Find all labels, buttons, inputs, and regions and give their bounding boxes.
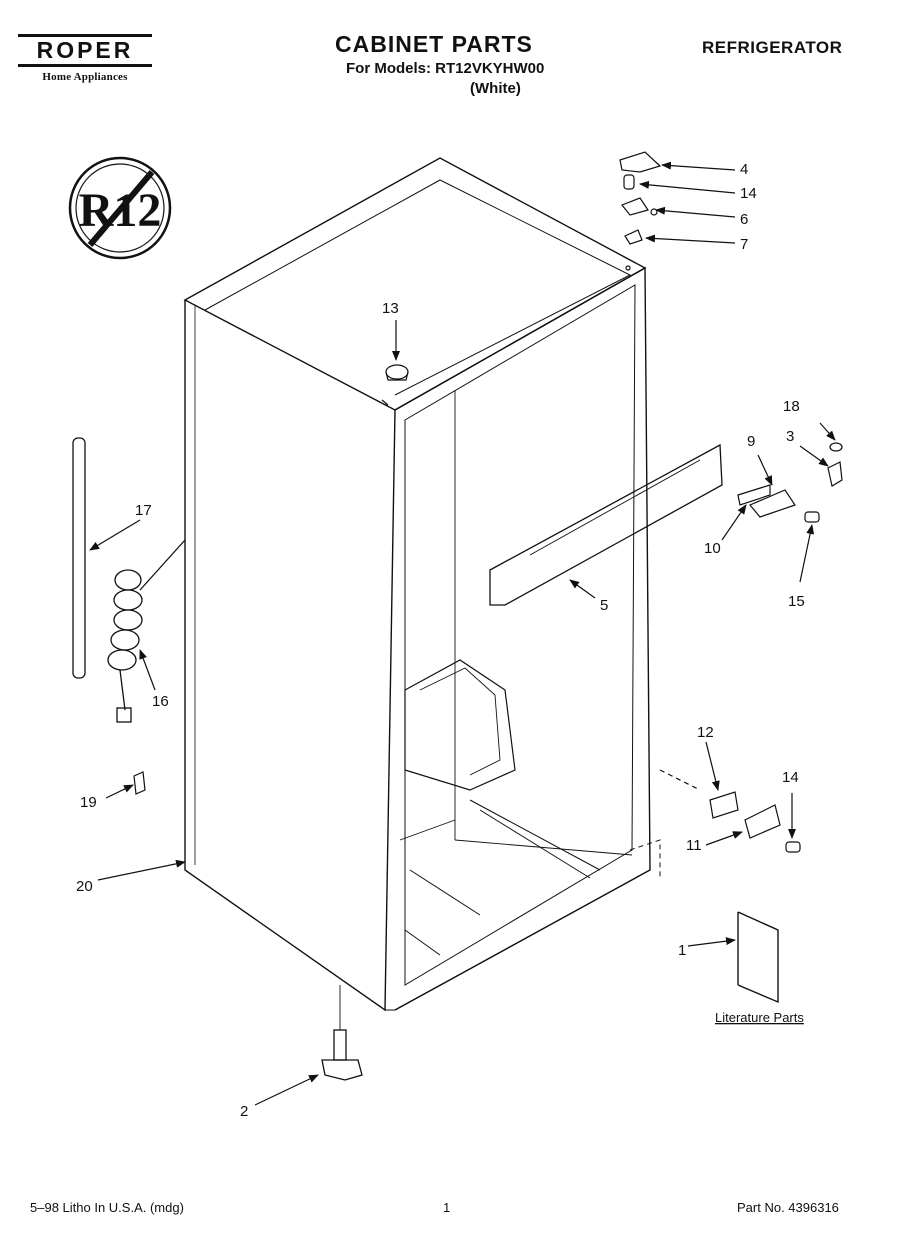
callout-16: 16 [152, 693, 169, 710]
footer-part-number: Part No. 4396316 [737, 1200, 839, 1215]
callout-13: 13 [382, 300, 399, 317]
callout-4: 4 [740, 161, 748, 178]
color-line: (White) [470, 80, 521, 97]
literature-parts-label: Literature Parts [715, 1010, 804, 1025]
part-16-harness [107, 539, 186, 723]
bottom-hinge-parts [659, 769, 801, 853]
footer-print-info: 5–98 Litho In U.S.A. (mdg) [30, 1200, 184, 1215]
callout-14-top: 14 [740, 185, 757, 202]
part-5-bracket [489, 443, 723, 606]
top-hinge-parts [619, 151, 662, 271]
cabinet [183, 157, 661, 1012]
part-19-clip [133, 771, 146, 795]
callout-6: 6 [740, 211, 748, 228]
callout-17: 17 [135, 502, 152, 519]
brand-name: ROPER [18, 34, 152, 67]
callout-19: 19 [80, 794, 97, 811]
callout-2: 2 [240, 1103, 248, 1120]
callout-3: 3 [786, 428, 794, 445]
model-line: For Models: RT12VKYHW00 [346, 60, 545, 77]
callout-5: 5 [600, 597, 608, 614]
callout-20: 20 [76, 878, 93, 895]
leader-lines [89, 161, 836, 1106]
callout-7: 7 [740, 236, 748, 253]
brand-subtitle: Home Appliances [42, 71, 128, 83]
callout-1: 1 [678, 942, 686, 959]
appliance-type: REFRIGERATOR [702, 38, 843, 57]
part-1-literature [737, 911, 779, 1004]
callout-18: 18 [783, 398, 800, 415]
part-2-leveler [321, 985, 363, 1081]
part-13-plug [381, 364, 409, 406]
callout-14-bottom: 14 [782, 769, 799, 786]
center-hinge-parts [737, 442, 843, 523]
page-title: CABINET PARTS [335, 31, 533, 57]
brand-logo: ROPER Home Appliances [18, 34, 152, 83]
callout-10: 10 [704, 540, 721, 557]
r12-badge: R12 [68, 156, 172, 260]
part-17-tube [72, 437, 86, 679]
footer-page-number: 1 [443, 1200, 451, 1215]
callout-12: 12 [697, 724, 714, 741]
callout-9: 9 [747, 433, 755, 450]
callout-15: 15 [788, 593, 805, 610]
callout-11: 11 [686, 837, 702, 854]
